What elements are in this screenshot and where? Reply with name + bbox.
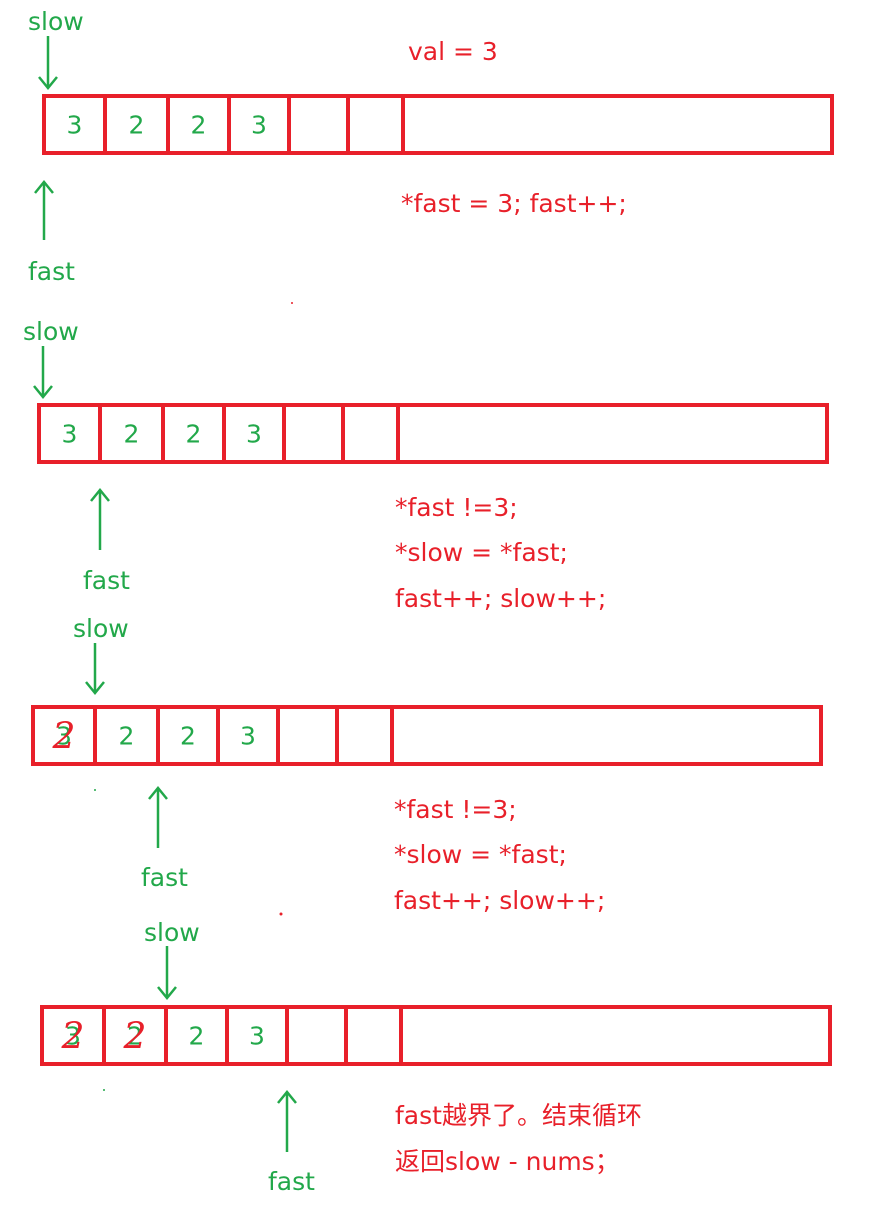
slow-label-row3: slow [73, 614, 129, 643]
overwritten-value: 2 [61, 1017, 85, 1058]
fast-label-row4: fast [268, 1167, 315, 1196]
cell-value: 2 [186, 420, 202, 449]
cell-value: 3 [65, 1022, 81, 1051]
cell-value: 2 [180, 722, 196, 751]
fast-arrow-row3-head [148, 786, 168, 800]
fast-label-row2: fast [83, 566, 130, 595]
cell-value: 3 [67, 111, 83, 140]
note-row3-line3: fast++; slow++; [394, 886, 606, 915]
val-label: val = 3 [408, 37, 498, 66]
slow-label-row2: slow [23, 317, 79, 346]
cell-value: 3 [251, 111, 267, 140]
overwritten-value: 2 [123, 1017, 147, 1058]
fast-label-row3: fast [141, 863, 188, 892]
slow-label-row4: slow [144, 918, 200, 947]
note-row3-line2: *slow = *fast; [394, 840, 567, 869]
cell-value: 2 [127, 1022, 143, 1051]
cell-value: 3 [249, 1022, 265, 1051]
array-box-row1 [42, 94, 834, 155]
note-row4-line2: 返回slow - nums； [395, 1147, 620, 1176]
note-row4-line1: fast越界了。结束循环 [395, 1101, 642, 1130]
cell-value: 2 [119, 722, 135, 751]
cell-value: 3 [62, 420, 78, 449]
array-box-row4 [40, 1005, 832, 1066]
slow-arrow-row3-head [85, 681, 105, 695]
fast-arrow-row4-head [277, 1090, 297, 1104]
array-box-row3 [31, 705, 823, 766]
note-row2-line1: *fast !=3; [395, 493, 518, 522]
slow-arrow-row2-head [33, 385, 53, 399]
stray-dot [94, 789, 96, 791]
stray-dot [279, 912, 283, 916]
cell-value: 2 [129, 111, 145, 140]
cell-value: 3 [56, 722, 72, 751]
cell-value: 3 [240, 722, 256, 751]
stray-dot [103, 1089, 105, 1091]
note-row2-line2: *slow = *fast; [395, 538, 568, 567]
slow-arrow-row4-head [157, 986, 177, 1000]
fast-arrow-row1-head [34, 180, 54, 194]
cell-value: 2 [191, 111, 207, 140]
slow-label-row1: slow [28, 7, 84, 36]
array-box-row2 [37, 403, 829, 464]
fast-arrow-row2-head [90, 488, 110, 502]
fast-label-row1: fast [28, 257, 75, 286]
note-row2-line3: fast++; slow++; [395, 584, 607, 613]
note-row3-line1: *fast !=3; [394, 795, 517, 824]
cell-value: 3 [246, 420, 262, 449]
slow-arrow-row1-head [38, 76, 58, 90]
cell-value: 2 [124, 420, 140, 449]
stray-dot [291, 302, 293, 304]
cell-value: 2 [189, 1022, 205, 1051]
note-row1-line1: *fast = 3; fast++; [401, 189, 627, 218]
overwritten-value: 2 [52, 717, 76, 758]
